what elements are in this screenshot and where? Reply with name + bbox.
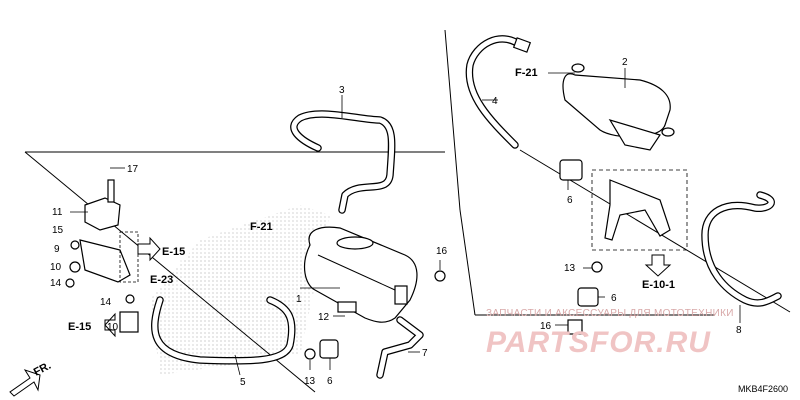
label-part-13-b: 13 bbox=[564, 263, 576, 274]
solenoid-valve-assembly bbox=[65, 179, 139, 333]
label-part-7: 7 bbox=[422, 348, 428, 359]
label-part-6-c: 6 bbox=[611, 293, 617, 304]
reference-arrows bbox=[9, 236, 672, 397]
canister-2 bbox=[562, 63, 675, 151]
watermark: ЗАПЧАСТИ И АКСЕССУАРЫ ДЛЯ МОТОТЕХНИКИ PA… bbox=[486, 308, 734, 359]
label-part-1: 1 bbox=[296, 294, 302, 305]
label-part-10-b: 10 bbox=[107, 322, 119, 333]
hose-7 bbox=[376, 316, 424, 379]
label-part-13-a: 13 bbox=[304, 376, 316, 387]
label-part-15: 15 bbox=[52, 225, 64, 236]
ref-f21-mid: F-21 bbox=[250, 221, 273, 233]
label-part-12: 12 bbox=[318, 312, 330, 323]
label-part-5: 5 bbox=[240, 377, 246, 388]
label-part-14-b: 14 bbox=[100, 297, 112, 308]
reference-labels: F-21 F-21 E-15 E-15 E-23 E-10-1 FR. bbox=[32, 67, 675, 379]
hose-4 bbox=[465, 35, 532, 149]
ref-e15-top: E-15 bbox=[162, 246, 185, 258]
leader-lines bbox=[70, 68, 741, 376]
label-part-4: 4 bbox=[492, 96, 498, 107]
label-part-2: 2 bbox=[622, 57, 628, 68]
label-part-8: 8 bbox=[736, 325, 742, 336]
label-part-16-b: 16 bbox=[540, 321, 552, 332]
diagram-code: MKB4F2600 bbox=[738, 384, 788, 394]
watermark-logo: PARTSFOR.RU bbox=[486, 326, 711, 359]
ref-e15-bottom: E-15 bbox=[68, 321, 91, 333]
label-part-6-a: 6 bbox=[327, 376, 333, 387]
label-part-14-a: 14 bbox=[50, 278, 62, 289]
label-part-9: 9 bbox=[54, 244, 60, 255]
hose-8 bbox=[701, 191, 782, 307]
ref-front-arrow-label: FR. bbox=[32, 360, 53, 379]
hose-5 bbox=[151, 296, 296, 365]
label-part-6-b: 6 bbox=[567, 195, 573, 206]
canister-1 bbox=[303, 226, 418, 323]
hose-3 bbox=[290, 110, 396, 214]
label-part-10-a: 10 bbox=[50, 262, 62, 273]
label-part-11: 11 bbox=[52, 207, 63, 218]
ref-f21-top: F-21 bbox=[515, 67, 538, 79]
ref-e23: E-23 bbox=[150, 274, 173, 286]
watermark-text: ЗАПЧАСТИ И АКСЕССУАРЫ ДЛЯ МОТОТЕХНИКИ bbox=[486, 308, 734, 319]
small-parts bbox=[304, 159, 603, 360]
ref-e10-1: E-10-1 bbox=[642, 279, 675, 291]
label-part-16-a: 16 bbox=[436, 246, 448, 257]
label-part-17: 17 bbox=[127, 164, 139, 175]
label-part-3: 3 bbox=[339, 85, 345, 96]
bracket-detail bbox=[591, 169, 688, 251]
part-labels: 1 2 3 4 5 6 6 6 7 8 9 10 10 11 12 13 13 … bbox=[50, 57, 742, 388]
background-logo-stipple bbox=[150, 205, 330, 375]
